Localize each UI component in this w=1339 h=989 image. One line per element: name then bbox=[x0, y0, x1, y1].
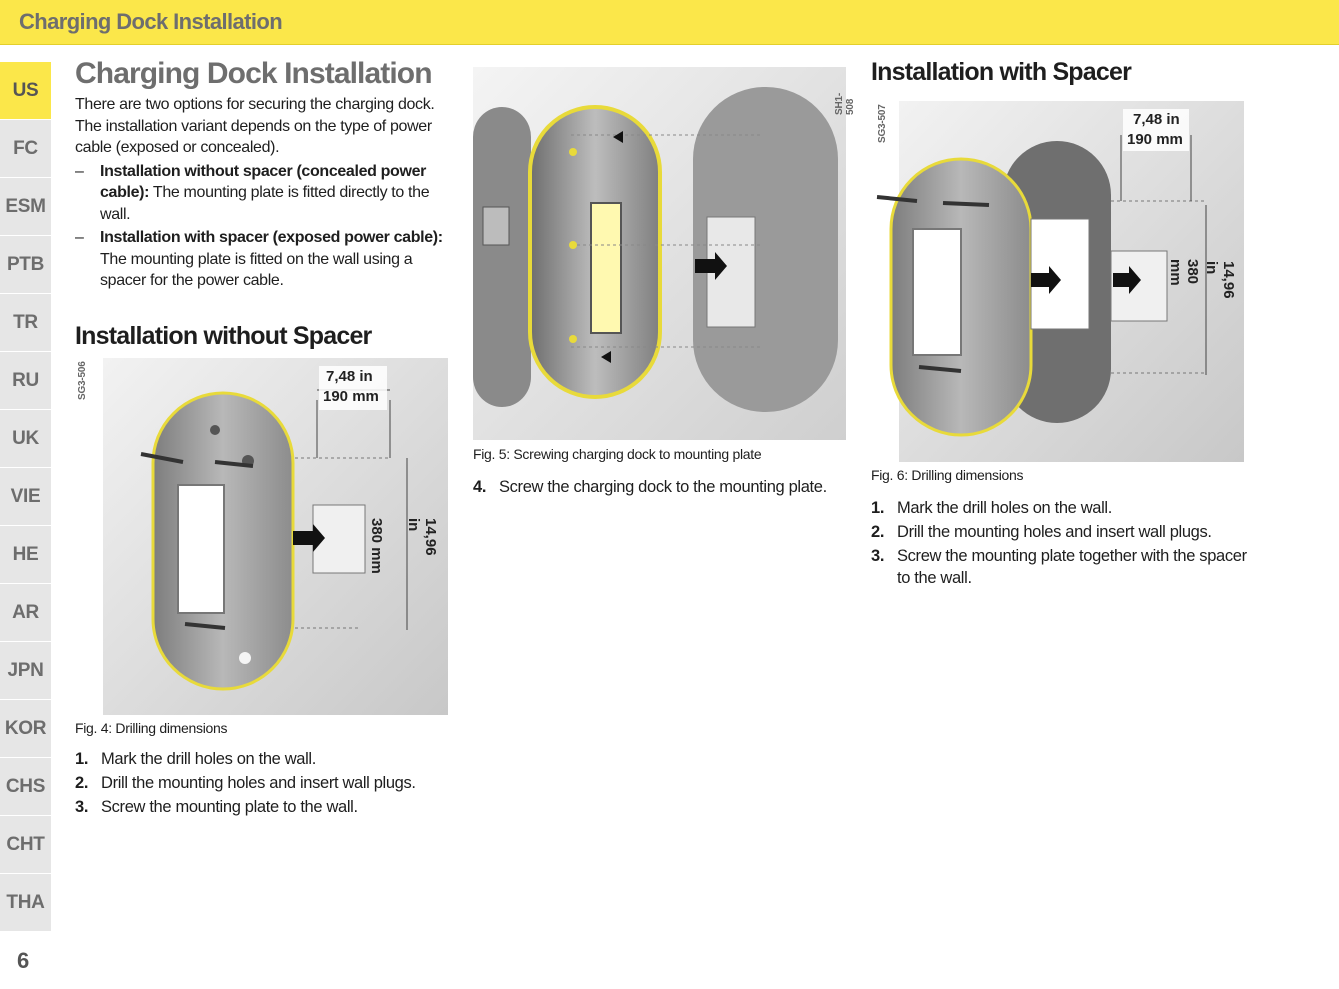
fig6-height-in: 14,96 in bbox=[1203, 261, 1237, 299]
language-tab-tr[interactable]: TR bbox=[0, 294, 51, 352]
step-item: 4. Screw the charging dock to the mountin… bbox=[473, 476, 846, 498]
step-number: 3. bbox=[75, 798, 89, 816]
bullet-item: –Installation with spacer (exposed power… bbox=[75, 227, 453, 292]
language-tab-fc[interactable]: FC bbox=[0, 120, 51, 178]
header-title: Charging Dock Installation bbox=[19, 9, 283, 34]
fig6-width-mm: 190 mm bbox=[1127, 131, 1183, 148]
figure-5-caption: Fig. 5: Screwing charging dock to mounti… bbox=[473, 446, 762, 462]
right-column: Installation with Spacer bbox=[871, 58, 1249, 86]
step-number: 1. bbox=[871, 499, 885, 517]
language-tab-ru[interactable]: RU bbox=[0, 352, 51, 410]
bullet-item: –Installation without spacer (concealed … bbox=[75, 161, 453, 226]
page-number: 6 bbox=[17, 948, 30, 973]
section-title-with-spacer: Installation with Spacer bbox=[871, 58, 1132, 86]
step-text: Screw the mounting plate to the wall. bbox=[101, 798, 358, 816]
bullet-bold-text: Installation without spacer (concealed p… bbox=[100, 162, 426, 202]
language-tab-ar[interactable]: AR bbox=[0, 584, 51, 642]
step-item: 2. Drill the mounting holes and insert wa… bbox=[871, 521, 1249, 543]
figure-4-drilling-without-spacer: SG3-506 7,48 in 190 mm 380 mm 14,96 in bbox=[75, 358, 448, 715]
figure-6-code: SG3-507 bbox=[877, 104, 888, 143]
bullet-dash: – bbox=[75, 162, 84, 180]
step-number: 2. bbox=[871, 523, 885, 541]
fig4-width-in: 7,48 in bbox=[326, 368, 373, 385]
right-steps: 1. Mark the drill holes on the wall. 2. Dri… bbox=[871, 497, 1249, 589]
page-title: Charging Dock Installation bbox=[75, 57, 433, 90]
fig4-width-mm: 190 mm bbox=[323, 388, 379, 405]
step-number: 3. bbox=[871, 547, 885, 565]
language-tab-tha[interactable]: THA bbox=[0, 874, 51, 932]
middle-lower: Fig. 5: Screwing charging dock to mounti… bbox=[473, 446, 846, 500]
step-number: 2. bbox=[75, 774, 89, 792]
step-number: 4. bbox=[473, 478, 487, 496]
language-tab-esm[interactable]: ESM bbox=[0, 178, 51, 236]
fig6-height-mm: 380 mm bbox=[1167, 259, 1201, 286]
language-tab-vie[interactable]: VIE bbox=[0, 468, 51, 526]
step-text: Screw the charging dock to the mounting … bbox=[499, 478, 827, 496]
language-tab-he[interactable]: HE bbox=[0, 526, 51, 584]
figure-6-drilling-with-spacer: SG3-507 7,48 in 190 mm 380 mm 14,96 in bbox=[871, 101, 1244, 462]
bullet-bold-text: Installation with spacer (exposed power … bbox=[100, 229, 443, 246]
step-item: 1. Mark the drill holes on the wall. bbox=[871, 497, 1249, 519]
figure-6-illustration bbox=[876, 101, 1244, 462]
step-text: Mark the drill holes on the wall. bbox=[101, 750, 316, 768]
step-item: 3. Screw the mounting plate together with… bbox=[871, 545, 1249, 589]
bullet-text: The mounting plate is fitted directly to… bbox=[100, 184, 430, 223]
header-bar: Charging Dock Installation bbox=[0, 0, 1339, 45]
step-text: Screw the mounting plate together with t… bbox=[897, 547, 1247, 587]
fig6-width-in: 7,48 in bbox=[1133, 111, 1180, 128]
right-lower: Fig. 6: Drilling dimensions 1. Mark the d… bbox=[871, 467, 1249, 591]
fig4-height-in: 14,96 in bbox=[405, 518, 439, 556]
middle-steps: 4. Screw the charging dock to the mountin… bbox=[473, 476, 846, 498]
left-lower: Fig. 4: Drilling dimensions 1. Mark the d… bbox=[75, 720, 453, 820]
step-number: 1. bbox=[75, 750, 89, 768]
figure-5-illustration bbox=[473, 67, 846, 440]
figure-5-dock-to-plate: SH1-508 bbox=[473, 67, 856, 440]
language-tab-jpn[interactable]: JPN bbox=[0, 642, 51, 700]
language-tab-us[interactable]: US bbox=[0, 62, 51, 120]
figure-4-illustration bbox=[103, 358, 448, 715]
step-text: Drill the mounting holes and insert wall… bbox=[101, 774, 416, 792]
language-tab-cht[interactable]: CHT bbox=[0, 816, 51, 874]
bullet-list: –Installation without spacer (concealed … bbox=[75, 161, 453, 292]
language-tab-ptb[interactable]: PTB bbox=[0, 236, 51, 294]
intro-text: There are two options for securing the c… bbox=[75, 96, 435, 156]
section-title-without-spacer: Installation without Spacer bbox=[75, 321, 372, 350]
step-item: 1. Mark the drill holes on the wall. bbox=[75, 748, 453, 770]
step-item: 2. Drill the mounting holes and insert wa… bbox=[75, 772, 453, 794]
step-text: Mark the drill holes on the wall. bbox=[897, 499, 1112, 517]
figure-4-caption: Fig. 4: Drilling dimensions bbox=[75, 720, 228, 736]
left-column: Charging Dock Installation There are two… bbox=[75, 58, 453, 350]
bullet-text: The mounting plate is fitted on the wall… bbox=[100, 250, 413, 290]
figure-6-caption: Fig. 6: Drilling dimensions bbox=[871, 467, 1024, 483]
language-tab-uk[interactable]: UK bbox=[0, 410, 51, 468]
left-steps: 1. Mark the drill holes on the wall. 2. Dri… bbox=[75, 748, 453, 818]
step-item: 3. Screw the mounting plate to the wall. bbox=[75, 796, 453, 818]
figure-5-code: SH1-508 bbox=[834, 93, 856, 115]
language-tab-kor[interactable]: KOR bbox=[0, 700, 51, 758]
fig4-height-mm: 380 mm bbox=[368, 518, 385, 574]
bullet-dash: – bbox=[75, 229, 84, 246]
step-text: Drill the mounting holes and insert wall… bbox=[897, 523, 1212, 541]
figure-4-code: SG3-506 bbox=[77, 361, 88, 400]
language-tab-chs[interactable]: CHS bbox=[0, 758, 51, 816]
